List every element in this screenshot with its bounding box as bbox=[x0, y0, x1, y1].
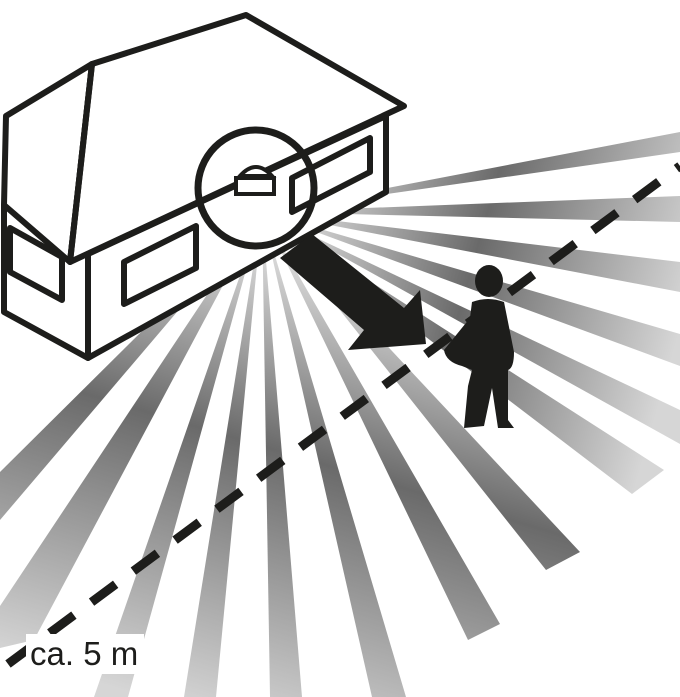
detection-ray bbox=[262, 212, 680, 292]
detection-ray bbox=[0, 212, 262, 648]
motion-sensor-icon bbox=[194, 126, 318, 250]
house-roof-ridge bbox=[67, 63, 95, 263]
distance-line bbox=[5, 162, 680, 668]
detection-ray bbox=[184, 212, 262, 697]
person-icon bbox=[444, 265, 514, 428]
house-window-left bbox=[7, 225, 65, 303]
detection-ray bbox=[262, 212, 500, 640]
detection-ray bbox=[262, 196, 680, 222]
detection-ray bbox=[262, 212, 302, 697]
detection-ray bbox=[262, 212, 406, 697]
detection-ray bbox=[94, 212, 262, 697]
range-label: ca. 5 m bbox=[26, 634, 145, 674]
direction-arrow-icon bbox=[280, 234, 426, 350]
house-window-middle bbox=[121, 223, 199, 307]
sensor-body bbox=[234, 176, 276, 196]
detection-ray bbox=[262, 212, 680, 366]
sensor-head bbox=[235, 165, 277, 178]
